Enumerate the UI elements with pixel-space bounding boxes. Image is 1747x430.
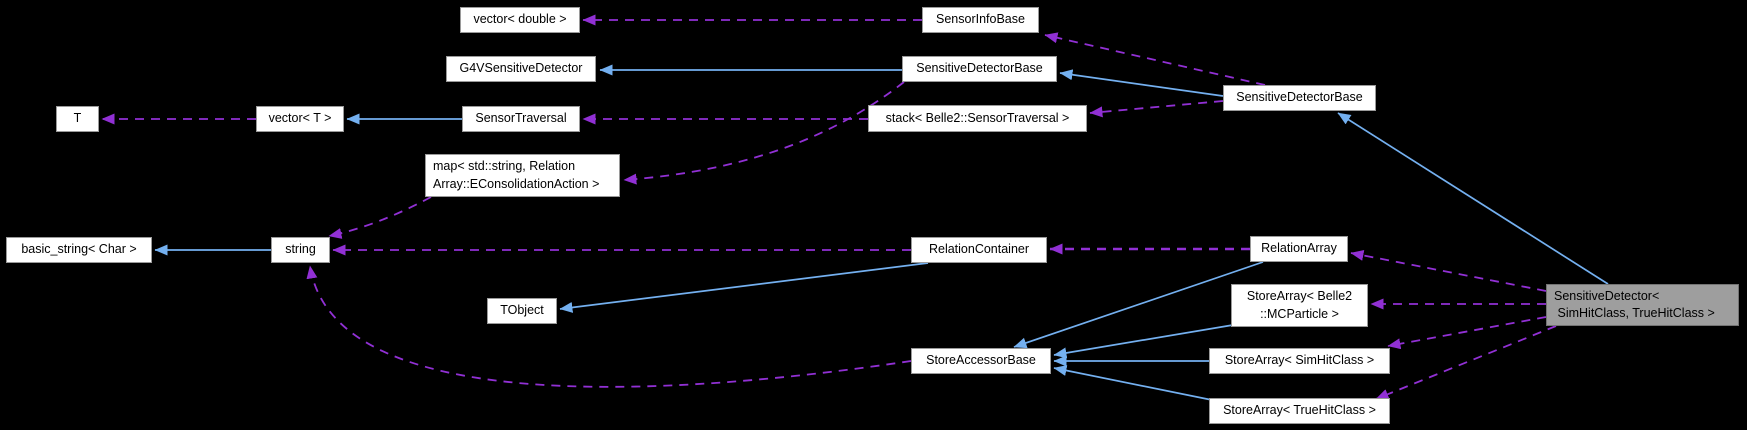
node-sensitive_detector_base_sim[interactable]: SensitiveDetectorBase <box>1223 85 1376 111</box>
edge-store_array_truehitclass-to-store_accessor_base <box>1053 365 1213 401</box>
edges-group <box>101 14 1609 401</box>
edge-relation_array-to-store_accessor_base <box>1013 261 1264 349</box>
node-relation_container[interactable]: RelationContainer <box>911 237 1047 263</box>
node-sensitive_detector_base_belle2[interactable]: SensitiveDetectorBase <box>902 56 1057 82</box>
edge-sensitive_detector-to-sensitive_detector_base_sim <box>1337 112 1609 285</box>
node-tobject[interactable]: TObject <box>487 298 557 324</box>
node-relation_array[interactable]: RelationArray <box>1250 236 1348 262</box>
edge-sensitive_detector_base_sim-to-sensor_info_base <box>1044 32 1266 86</box>
edge-sensitive_detector-to-store_array_truehitclass <box>1375 325 1557 400</box>
edge-sensitive_detector_base_sim-to-stack_sensor_traversal <box>1089 100 1224 118</box>
node-sensitive_detector[interactable]: SensitiveDetector< SimHitClass, TrueHitC… <box>1546 284 1739 326</box>
node-t_param[interactable]: T <box>56 106 99 132</box>
node-g4v_sensitive_detector[interactable]: G4VSensitiveDetector <box>446 56 596 82</box>
node-sensor_info_base[interactable]: SensorInfoBase <box>922 7 1039 33</box>
edge-relation_container-to-tobject <box>559 262 929 313</box>
node-map_econsolidation_action[interactable]: map< std::string, Relation Array::EConso… <box>425 154 620 197</box>
edge-map_econsolidation_action-to-string <box>328 196 432 239</box>
node-vector_t[interactable]: vector< T > <box>256 106 344 132</box>
edge-sensitive_detector_base_sim-to-sensitive_detector_base_belle2 <box>1059 69 1224 97</box>
node-string[interactable]: string <box>271 237 330 263</box>
edge-store_accessor_base-to-string <box>306 265 912 388</box>
node-store_array_truehitclass[interactable]: StoreArray< TrueHitClass > <box>1209 398 1390 424</box>
edge-sensitive_detector_base_belle2-to-map_econsolidation_action <box>623 81 905 185</box>
edge-store_array_mcparticle-to-store_accessor_base <box>1053 324 1234 359</box>
node-store_accessor_base[interactable]: StoreAccessorBase <box>911 348 1051 374</box>
node-store_array_mcparticle[interactable]: StoreArray< Belle2 ::MCParticle > <box>1231 284 1368 327</box>
node-basic_string_char[interactable]: basic_string< Char > <box>6 237 152 263</box>
node-stack_sensor_traversal[interactable]: stack< Belle2::SensorTraversal > <box>868 105 1087 132</box>
node-sensor_traversal[interactable]: SensorTraversal <box>462 106 580 132</box>
node-vector_double[interactable]: vector< double > <box>460 7 580 33</box>
edge-sensitive_detector-to-store_array_simhitclass <box>1387 316 1547 350</box>
edge-sensitive_detector-to-relation_array <box>1350 249 1547 292</box>
node-store_array_simhitclass[interactable]: StoreArray< SimHitClass > <box>1209 348 1390 374</box>
